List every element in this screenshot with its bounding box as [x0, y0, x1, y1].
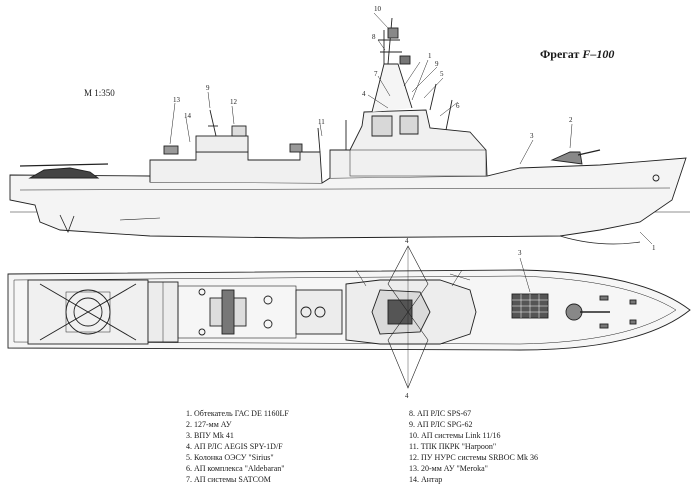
legend-item: 6. АП комплекса "Aldebaran" [186, 464, 285, 473]
legend-item: 8. АП РЛС SPS-67 [409, 409, 472, 418]
callout-11-side: 11 [318, 118, 325, 126]
legend-item: 3. ВПУ Mk 41 [186, 431, 234, 440]
callout-12-side: 12 [230, 98, 238, 106]
callout-4-plan: 4 [405, 237, 409, 245]
callout-13-side: 13 [173, 96, 181, 104]
legend-item: 12. ПУ НУРС системы SRBOC Mk 36 [409, 453, 538, 462]
legend-left: 1. Обтекатель ГАС DE 1160LF 2. 127-мм АУ… [186, 408, 289, 485]
legend-item: 10. АП системы Link 11/16 [409, 431, 501, 440]
legend-item: 11. ТПК ПКРК "Harpoon" [409, 442, 497, 451]
legend-item: 5. Колонка ОЭСУ "Sirius" [186, 453, 274, 462]
callout-8-side: 8 [372, 33, 376, 41]
callout-4-side: 4 [362, 90, 366, 98]
callout-9-side: 9 [435, 60, 439, 68]
callout-3-plan: 3 [518, 249, 522, 257]
legend-item: 4. АП РЛС AEGIS SPY-1D/F [186, 442, 283, 451]
drawing-title: Фрегат F–100 [540, 47, 615, 61]
callout-7-side: 7 [374, 70, 378, 78]
legend-item: 13. 20-мм АУ "Meroka" [409, 464, 488, 473]
callout-2-side: 2 [569, 116, 573, 124]
legend-right: 8. АП РЛС SPS-67 9. АП РЛС SPG-62 10. АП… [409, 408, 538, 485]
legend-item: 2. 127-мм АУ [186, 420, 232, 429]
callout-9b-side: 9 [206, 84, 210, 92]
legend-item: 9. АП РЛС SPG-62 [409, 420, 473, 429]
callout-numbers: 10 8 1 9 5 7 4 6 9 12 13 14 11 3 2 1 4 3… [173, 5, 656, 400]
callout-6-side: 6 [456, 102, 460, 110]
callout-1-side: 1 [428, 52, 432, 60]
legend-item: 7. АП системы SATCOM [186, 475, 271, 484]
drawing-scale: M 1:350 [84, 88, 115, 98]
plan-callouts [355, 257, 531, 293]
callout-5-side: 5 [440, 70, 444, 78]
legend-item: 14. Антар [409, 475, 443, 484]
callout-10-side: 10 [374, 5, 382, 13]
side-profile [9, 17, 690, 245]
side-callouts [169, 12, 653, 245]
plan-view [7, 245, 691, 389]
callout-14-side: 14 [184, 112, 192, 120]
legend-item: 1. Обтекатель ГАС DE 1160LF [186, 409, 289, 418]
callout-4b-plan: 4 [405, 392, 409, 400]
callout-1b-side: 1 [652, 244, 656, 252]
callout-3-side: 3 [530, 132, 534, 140]
